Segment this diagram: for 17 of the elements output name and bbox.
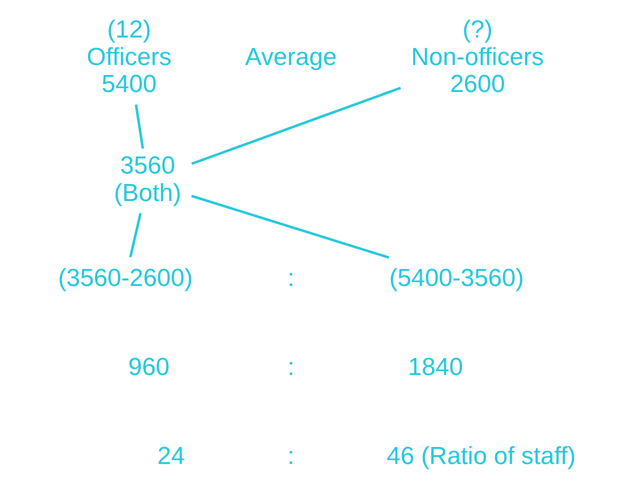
connector: [190, 86, 401, 165]
connector: [134, 104, 144, 149]
label: :: [287, 265, 294, 292]
node-text: (?) Non-officers 2600: [410, 16, 544, 98]
label: 46 (Ratio of staff): [386, 442, 576, 470]
connector: [190, 194, 389, 259]
connector: [128, 213, 142, 258]
label: Average: [244, 44, 336, 71]
node-text: (5400-3560): [388, 265, 524, 292]
label: 24: [156, 442, 184, 470]
label: :: [287, 354, 294, 382]
label: 960: [128, 354, 169, 382]
node-text: 3560 (Both): [114, 152, 181, 207]
node-text: (3560-2600): [58, 265, 192, 292]
label: 1840: [408, 354, 463, 382]
label: :: [287, 442, 294, 470]
node-text: (12) Officers 5400: [86, 16, 171, 98]
